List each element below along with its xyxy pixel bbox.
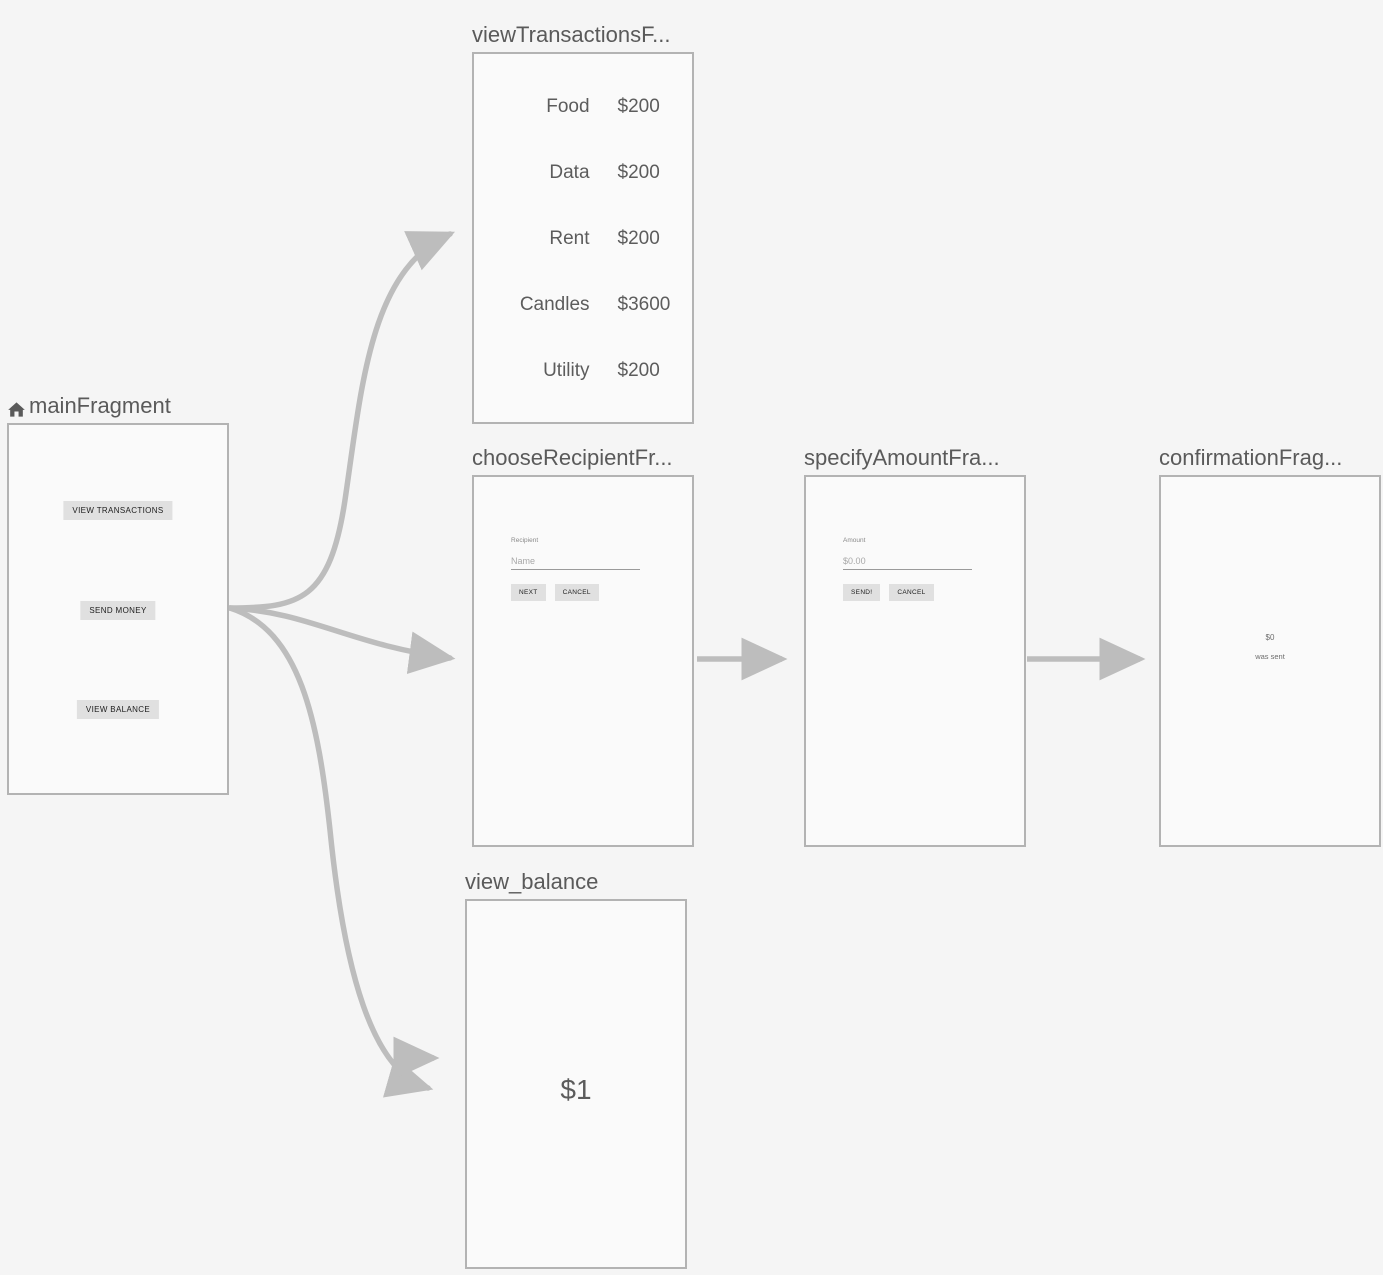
- confirmation-screen: $0 was sent: [1161, 477, 1379, 845]
- cancel-button[interactable]: CANCEL: [889, 584, 934, 601]
- node-specify-amount-fragment[interactable]: specifyAmountFra... Amount $0.00 SEND! C…: [804, 445, 1026, 847]
- recipient-form-actions: NEXT CANCEL: [511, 584, 670, 601]
- node-title-label: confirmationFrag...: [1159, 445, 1343, 470]
- confirmation-message-block: $0 was sent: [1161, 632, 1379, 663]
- choose-recipient-screen: Recipient Name NEXT CANCEL: [474, 477, 692, 845]
- connector-main-to-view-transactions: [227, 231, 456, 611]
- transaction-amount: $200: [617, 360, 660, 381]
- transaction-row: Utility $200: [474, 360, 692, 382]
- node-choose-recipient-fragment[interactable]: chooseRecipientFr... Recipient Name NEXT…: [472, 445, 694, 847]
- transaction-label: Candles: [519, 294, 590, 315]
- view-balance-button[interactable]: VIEW BALANCE: [76, 700, 160, 719]
- recipient-field-label: Recipient: [511, 537, 539, 544]
- node-title-confirmation: confirmationFrag...: [1159, 445, 1342, 471]
- node-title-specify-amount: specifyAmountFra...: [804, 445, 1000, 471]
- transaction-label: Data: [549, 162, 590, 183]
- specify-amount-screen: Amount $0.00 SEND! CANCEL: [806, 477, 1024, 845]
- home-icon: [7, 399, 26, 418]
- node-title-label: view_balance: [465, 869, 599, 894]
- transaction-label: Rent: [549, 228, 590, 249]
- node-confirmation-fragment[interactable]: confirmationFrag... $0 was sent: [1159, 445, 1381, 847]
- node-view-transactions-fragment[interactable]: viewTransactionsF... Food $200 Data $200…: [472, 22, 694, 424]
- send-button[interactable]: SEND!: [843, 584, 881, 601]
- transaction-row: Food $200: [474, 96, 692, 118]
- transaction-label: Utility: [543, 360, 590, 381]
- amount-form: Amount $0.00 SEND! CANCEL: [843, 537, 1002, 601]
- cancel-button[interactable]: CANCEL: [554, 584, 599, 601]
- recipient-form: Recipient Name NEXT CANCEL: [511, 537, 670, 601]
- transaction-amount: $200: [617, 228, 660, 249]
- transaction-amount: $3600: [617, 294, 671, 315]
- node-title-label: specifyAmountFra...: [804, 445, 1000, 470]
- balance-amount: $1: [560, 1074, 592, 1105]
- node-title-choose-recipient: chooseRecipientFr...: [472, 445, 673, 471]
- confirmation-text: was sent: [1255, 652, 1285, 661]
- amount-field-label: Amount: [843, 537, 866, 544]
- view-balance-screen: $1: [467, 901, 685, 1267]
- node-main-fragment[interactable]: mainFragment VIEW TRANSACTIONS SEND MONE…: [7, 393, 229, 795]
- main-fragment-screen: VIEW TRANSACTIONS SEND MONEY VIEW BALANC…: [9, 425, 227, 793]
- connector-main-to-choose-recipient: [227, 605, 456, 675]
- transaction-label: Food: [546, 96, 590, 117]
- node-title-label: viewTransactionsF...: [472, 22, 671, 47]
- connector-main-to-view-balance: [227, 605, 434, 1098]
- node-title-view-balance: view_balance: [465, 869, 598, 895]
- amount-form-actions: SEND! CANCEL: [843, 584, 1002, 601]
- transaction-row: Rent $200: [474, 228, 692, 250]
- confirmation-amount: $0: [1265, 633, 1275, 642]
- node-title-label: mainFragment: [29, 393, 171, 418]
- node-view-balance-fragment[interactable]: view_balance $1: [465, 869, 687, 1269]
- node-title-main-fragment: mainFragment: [7, 393, 171, 419]
- recipient-name-input[interactable]: Name: [511, 556, 640, 570]
- transaction-row: Candles $3600: [474, 294, 692, 316]
- transaction-amount: $200: [617, 162, 660, 183]
- node-title-label: chooseRecipientFr...: [472, 445, 673, 470]
- node-title-view-transactions: viewTransactionsF...: [472, 22, 670, 48]
- transaction-row: Data $200: [474, 162, 692, 184]
- transaction-amount: $200: [617, 96, 660, 117]
- send-money-button[interactable]: SEND MONEY: [80, 601, 156, 620]
- view-transactions-button[interactable]: VIEW TRANSACTIONS: [63, 501, 173, 520]
- view-transactions-screen: Food $200 Data $200 Rent $200 Candles $3…: [474, 54, 692, 422]
- amount-input[interactable]: $0.00: [843, 556, 972, 570]
- next-button[interactable]: NEXT: [511, 584, 546, 601]
